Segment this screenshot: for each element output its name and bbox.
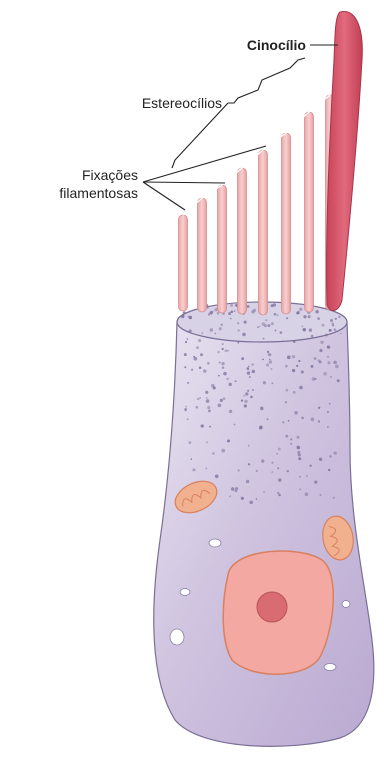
stereocilium <box>282 133 291 314</box>
tip-link-leader-1 <box>143 182 185 210</box>
label-stereocilia: Estereocílios <box>142 95 222 111</box>
stereocilium <box>218 185 227 313</box>
nucleolus <box>257 592 287 622</box>
stereocilia-bundle <box>179 95 335 315</box>
kinocilium <box>327 11 363 310</box>
label-tip-links-line2: filamentosas <box>59 185 138 201</box>
tip-link-leader-2 <box>143 182 225 183</box>
stereocilium <box>179 215 188 311</box>
stereocilium <box>238 168 247 314</box>
stereocilia-bracket-left <box>172 103 228 168</box>
stereocilium <box>198 198 207 312</box>
label-kinocilium: Cinocílio <box>247 37 306 53</box>
label-tip-links-line1: Fixações <box>82 167 138 183</box>
nucleus <box>223 551 333 674</box>
stereocilium <box>305 112 314 312</box>
stereocilium <box>259 150 268 315</box>
stereocilia-bracket <box>228 58 305 103</box>
